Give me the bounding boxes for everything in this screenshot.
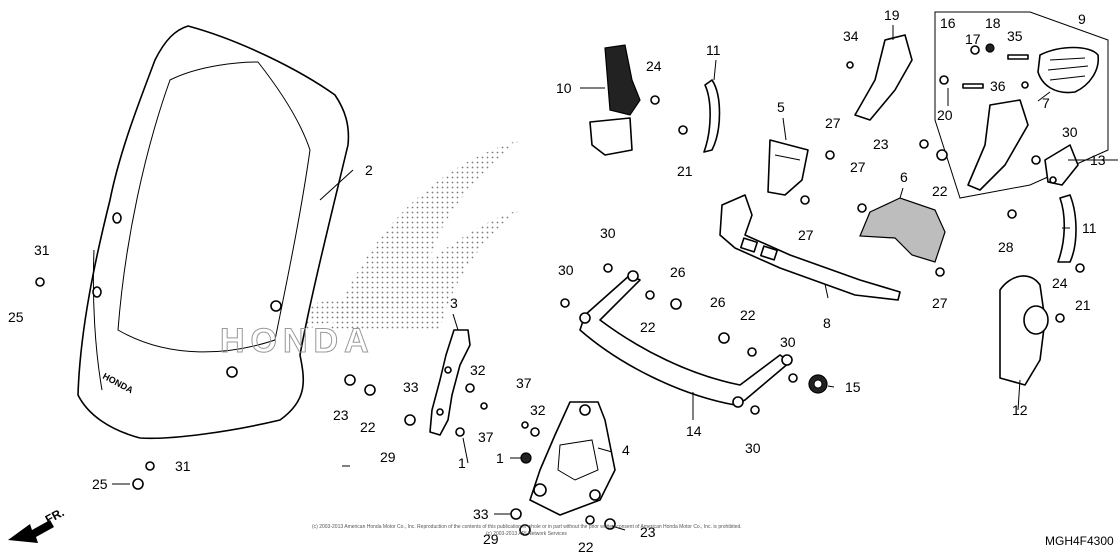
callout-21-lower[interactable]: 21 xyxy=(1075,297,1091,313)
rail-part-11-upper[interactable] xyxy=(703,79,721,153)
knob-part-10[interactable] xyxy=(589,44,641,156)
callout-34[interactable]: 34 xyxy=(843,28,859,44)
copyright-notice-2: (c) 2003-2013 ARI Network Services xyxy=(486,531,567,537)
handle-part-19[interactable] xyxy=(854,34,913,121)
callout-19[interactable]: 19 xyxy=(884,7,900,23)
callout-27-b[interactable]: 27 xyxy=(850,159,866,175)
honda-brand-mark: HONDA xyxy=(220,322,375,360)
handle-part-9[interactable] xyxy=(1037,46,1100,94)
callout-32-upper[interactable]: 32 xyxy=(470,362,486,378)
callout-37-center[interactable]: 37 xyxy=(516,375,532,391)
callout-10[interactable]: 10 xyxy=(556,80,572,96)
callout-20[interactable]: 20 xyxy=(937,107,953,123)
callout-labels: 2 31 25 31 25 3 33 32 23 22 37 29 1 37 3… xyxy=(8,7,1106,555)
callout-28[interactable]: 28 xyxy=(998,239,1014,255)
callout-24-lower[interactable]: 24 xyxy=(1052,275,1068,291)
spring-part-15[interactable] xyxy=(808,374,828,394)
fasteners xyxy=(35,43,1085,536)
callout-23-right[interactable]: 23 xyxy=(873,136,889,152)
front-direction-arrow: FR. xyxy=(8,505,66,543)
copyright-notice: (c) 2003-2013 American Honda Motor Co., … xyxy=(312,524,742,530)
callout-26-a[interactable]: 26 xyxy=(670,264,686,280)
callout-30-c[interactable]: 30 xyxy=(780,334,796,350)
callout-33-upper[interactable]: 33 xyxy=(403,379,419,395)
callout-22-right[interactable]: 22 xyxy=(740,307,756,323)
callout-30-d[interactable]: 30 xyxy=(745,440,761,456)
leader-lines xyxy=(112,25,1118,531)
callout-35[interactable]: 35 xyxy=(1007,28,1023,44)
callout-25-left[interactable]: 25 xyxy=(8,309,24,325)
callout-4[interactable]: 4 xyxy=(622,442,630,458)
callout-22-lower[interactable]: 22 xyxy=(578,539,594,555)
callout-18[interactable]: 18 xyxy=(985,15,1001,31)
callout-23-left[interactable]: 23 xyxy=(333,407,349,423)
callout-27-c[interactable]: 27 xyxy=(798,227,814,243)
windscreen-part[interactable]: HONDA xyxy=(77,25,350,440)
callout-30-e[interactable]: 30 xyxy=(1062,124,1078,140)
callout-26-b[interactable]: 26 xyxy=(710,294,726,310)
callout-1-lower[interactable]: 1 xyxy=(458,455,466,471)
callout-23-lower[interactable]: 23 xyxy=(640,524,656,540)
diagram-code: MGH4F4300 xyxy=(1045,534,1114,548)
callout-25-bottom[interactable]: 25 xyxy=(92,476,108,492)
callout-31-left[interactable]: 31 xyxy=(34,242,50,258)
callout-22-right-b[interactable]: 22 xyxy=(932,183,948,199)
callout-6[interactable]: 6 xyxy=(900,169,908,185)
callout-11-lower[interactable]: 11 xyxy=(1082,220,1097,236)
callout-24-upper[interactable]: 24 xyxy=(646,58,662,74)
callout-33-lower[interactable]: 33 xyxy=(473,506,489,522)
callout-2[interactable]: 2 xyxy=(365,162,373,178)
callout-29-lower[interactable]: 29 xyxy=(483,531,499,547)
callout-17[interactable]: 17 xyxy=(965,31,981,47)
callout-1-center[interactable]: 1 xyxy=(496,450,504,466)
bracket-part-8[interactable] xyxy=(719,194,901,301)
callout-15[interactable]: 15 xyxy=(845,379,861,395)
callout-32-center[interactable]: 32 xyxy=(530,402,546,418)
callout-27-a[interactable]: 27 xyxy=(825,115,841,131)
callout-5[interactable]: 5 xyxy=(777,99,785,115)
callout-21-upper[interactable]: 21 xyxy=(677,163,693,179)
callout-14[interactable]: 14 xyxy=(686,423,702,439)
cover-part-6[interactable] xyxy=(859,197,946,263)
plate-part-5[interactable] xyxy=(767,139,809,196)
callout-22-mid[interactable]: 22 xyxy=(640,319,656,335)
callout-36[interactable]: 36 xyxy=(990,78,1006,94)
callout-30-a[interactable]: 30 xyxy=(600,225,616,241)
bracket-part-13[interactable] xyxy=(1044,144,1079,186)
lever-part-assembly[interactable] xyxy=(967,99,1029,191)
callout-30-b[interactable]: 30 xyxy=(558,262,574,278)
callout-7[interactable]: 7 xyxy=(1042,95,1050,111)
callout-12[interactable]: 12 xyxy=(1012,402,1028,418)
frame-part-14[interactable] xyxy=(579,270,793,408)
callout-22-left[interactable]: 22 xyxy=(360,419,376,435)
callout-11-upper[interactable]: 11 xyxy=(706,42,721,58)
callout-13[interactable]: 13 xyxy=(1090,152,1106,168)
callout-27-d[interactable]: 27 xyxy=(932,295,948,311)
callout-16[interactable]: 16 xyxy=(940,15,956,31)
callout-31-bottom[interactable]: 31 xyxy=(175,458,191,474)
callout-8[interactable]: 8 xyxy=(823,315,831,331)
bracket-part-4[interactable] xyxy=(529,401,616,516)
housing-part-12[interactable] xyxy=(999,275,1049,386)
callout-9[interactable]: 9 xyxy=(1078,11,1086,27)
callout-37-left[interactable]: 37 xyxy=(478,429,494,445)
callout-29-left[interactable]: 29 xyxy=(380,449,396,465)
bracket-part-3[interactable] xyxy=(429,329,471,436)
callout-3[interactable]: 3 xyxy=(450,295,458,311)
